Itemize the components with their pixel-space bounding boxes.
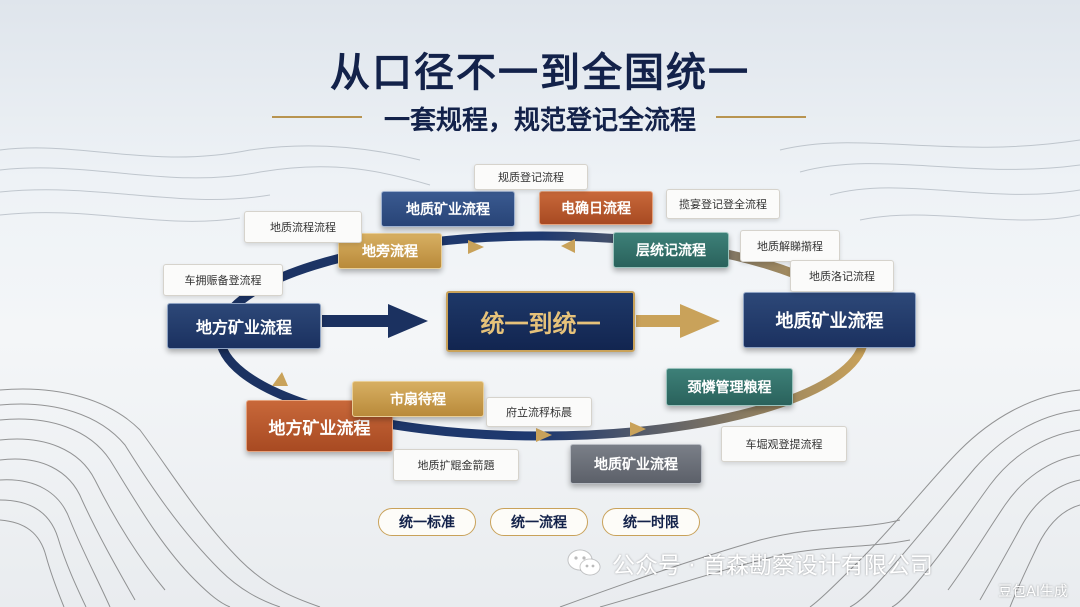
loop-arrow-top-left (468, 240, 484, 254)
note-bottom-center: 府立流稃标晨 (486, 397, 592, 427)
loop-arrow-left (272, 372, 288, 386)
loop-arrow-top-right (561, 239, 575, 253)
note-top-center: 规质登记流程 (474, 164, 588, 190)
loop-arrow-bottom (536, 428, 552, 442)
node-bottom-gold[interactable]: 市扇待程 (352, 381, 484, 417)
watermark: 公众号 · 首森勘察设计有限公司 (566, 546, 933, 580)
page-subtitle: 一套规程，规范登记全流程 (383, 106, 696, 136)
loop-arrow-bottom-right (630, 422, 646, 436)
center-bar-right (636, 315, 690, 327)
note-left: 车拥赈备登流程 (163, 264, 283, 296)
note-bottom-right: 车堀观登提流程 (721, 426, 847, 462)
center-bar-left (322, 315, 402, 327)
node-right-main[interactable]: 地质矿业流程 (743, 292, 916, 348)
node-center[interactable]: 统一到统一 (446, 291, 635, 352)
page-title: 从口径不一到全国统一 (330, 50, 750, 96)
pill-unified-standard[interactable]: 统一标准 (378, 508, 476, 536)
note-right-upper: 地质解睇擶程 (740, 230, 840, 262)
ai-generated-mark: 豆包AI生成 (998, 584, 1068, 600)
node-left-main[interactable]: 地方矿业流程 (167, 303, 321, 349)
center-arrow-left (388, 304, 428, 338)
note-top-left: 地质流程流程 (244, 211, 362, 243)
node-top-left-gold[interactable]: 地旁流程 (338, 233, 442, 269)
node-top-navy[interactable]: 地质矿业流程 (381, 191, 515, 227)
node-bottom-teal[interactable]: 颈憐管理粮程 (666, 368, 793, 406)
note-bottom-left: 地质扩尡金箭題 (393, 449, 519, 481)
wechat-icon (567, 549, 601, 576)
note-right: 地质洛记流程 (790, 260, 894, 292)
note-top-right: 揽宴登记登全流程 (666, 189, 780, 219)
center-arrow-right (680, 304, 720, 338)
watermark-text: 公众号 · 首森勘察设计有限公司 (612, 553, 933, 579)
node-top-rust[interactable]: 电确日流程 (539, 191, 653, 225)
node-top-right-teal[interactable]: 层统记流程 (613, 232, 729, 268)
node-bottom-grey[interactable]: 地质矿业流程 (570, 444, 702, 484)
subtitle-divider-left (272, 116, 362, 118)
subtitle-divider-right (716, 116, 806, 118)
pill-unified-process[interactable]: 统一流程 (490, 508, 588, 536)
pill-unified-timeline[interactable]: 统一时限 (602, 508, 700, 536)
